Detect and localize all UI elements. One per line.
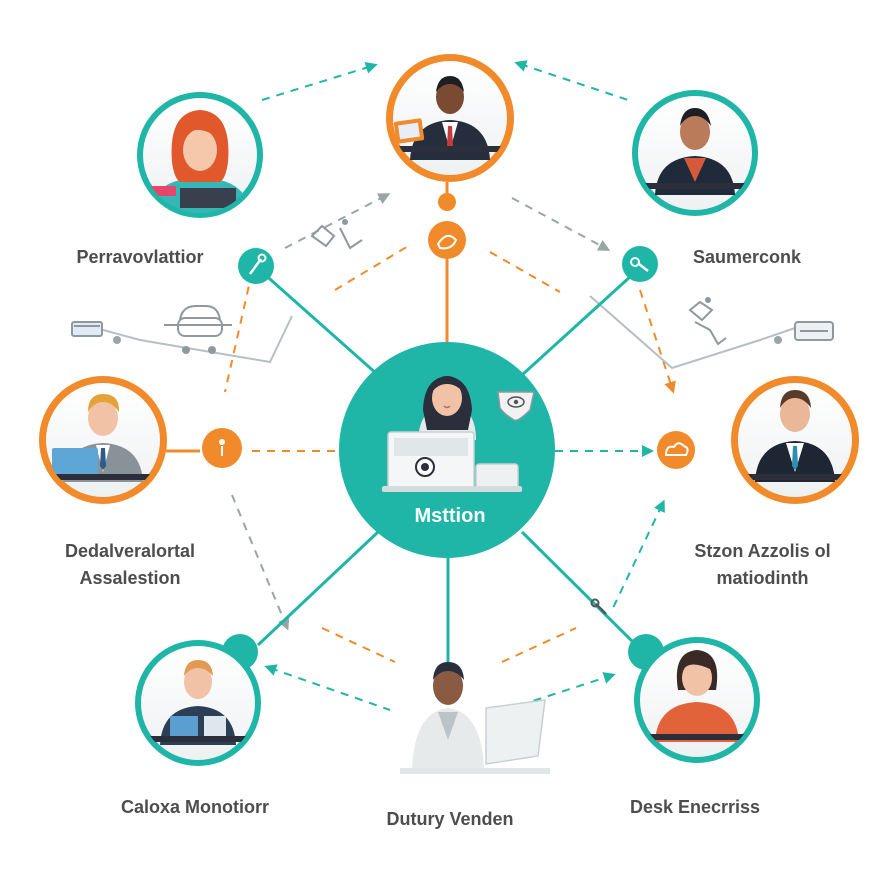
side-conduits bbox=[95, 295, 796, 370]
label-bottom-center: Dutury Venden bbox=[360, 806, 540, 833]
circuit-left-icon bbox=[310, 219, 363, 250]
woman-at-computer-icon bbox=[400, 662, 550, 774]
hub-spokes bbox=[166, 182, 644, 665]
projector-sketch-icon bbox=[71, 321, 121, 344]
camera-sketch-icon bbox=[164, 305, 232, 354]
label-bottom-center-line-1: Dutury Venden bbox=[386, 809, 514, 829]
man-red-shirt-icon bbox=[640, 108, 750, 195]
avatar-node-top-center[interactable] bbox=[386, 54, 514, 182]
label-top-left-line-1: Perravovlattior bbox=[76, 247, 204, 267]
small-orange-dot bbox=[438, 193, 456, 211]
woman-orange-top-icon bbox=[640, 650, 755, 742]
label-bottom-right-line-1: Desk Enecrriss bbox=[629, 797, 761, 817]
avatar-node-top-right[interactable] bbox=[632, 90, 758, 216]
man-at-desk-icon bbox=[140, 660, 256, 745]
device-sketches bbox=[71, 219, 834, 354]
label-bottom-left-line-1: Caloxa Monotiorr bbox=[120, 797, 269, 817]
label-mid-right-line-2: matiodinth bbox=[716, 568, 809, 588]
label-bottom-left: Caloxa Monotiorr bbox=[100, 794, 290, 821]
wrench-small-icon bbox=[590, 598, 607, 615]
pin-node bbox=[202, 428, 242, 468]
device-right-icon bbox=[774, 321, 834, 344]
avatar-node-mid-left[interactable] bbox=[39, 376, 167, 504]
avatar-node-bottom-right[interactable] bbox=[634, 637, 760, 763]
label-top-left: Perravovlattior bbox=[60, 244, 220, 271]
avatar-node-top-left[interactable] bbox=[137, 92, 263, 218]
label-top-right: Saumerconk bbox=[672, 244, 822, 271]
label-mid-right-line-1: Stzon Azzolis ol bbox=[694, 541, 831, 561]
circuit-right-icon bbox=[688, 297, 727, 346]
hub-label: Msttion bbox=[414, 505, 486, 527]
shield-eye-icon bbox=[497, 391, 535, 422]
label-mid-left: Dedalveralortal Assalestion bbox=[40, 538, 220, 592]
wrench-node bbox=[238, 248, 274, 284]
label-bottom-right: Desk Enecrriss bbox=[610, 794, 780, 821]
avatar-node-mid-right[interactable] bbox=[731, 376, 859, 504]
red-haired-woman-icon bbox=[146, 110, 250, 213]
label-mid-left-line-1: Dedalveralortal bbox=[64, 541, 196, 561]
man-in-suit-icon bbox=[392, 76, 508, 160]
key-node bbox=[622, 246, 658, 282]
blond-man-laptop-icon bbox=[45, 394, 161, 482]
hub-node[interactable] bbox=[339, 342, 555, 558]
cloud-node bbox=[657, 431, 695, 469]
label-top-right-line-1: Saumerconk bbox=[692, 247, 802, 267]
avatar-node-bottom-center[interactable] bbox=[400, 662, 550, 774]
projector-desk-icon bbox=[382, 431, 522, 492]
label-mid-left-line-2: Assalestion bbox=[79, 568, 181, 588]
avatar-node-bottom-left[interactable] bbox=[135, 640, 261, 766]
label-mid-right: Stzon Azzolis ol matiodinth bbox=[670, 538, 855, 592]
man-suit-tie-icon bbox=[737, 390, 853, 482]
chat-node bbox=[428, 221, 466, 259]
